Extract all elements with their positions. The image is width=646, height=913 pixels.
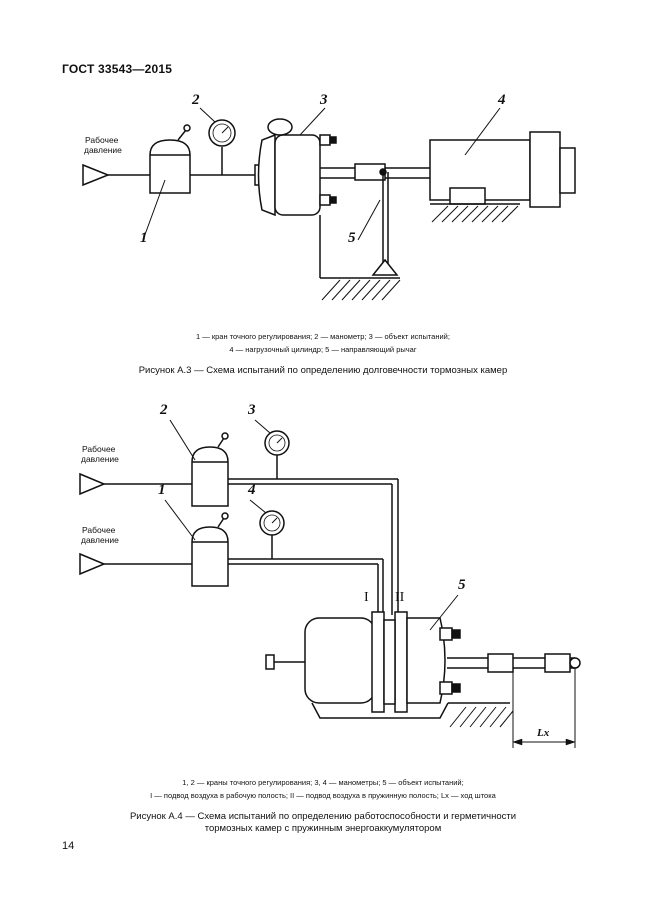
a3-legend-line-1: 1 — кран точного регулирования; 2 — мано…: [196, 332, 450, 341]
stroke-length-label: Lx: [537, 727, 550, 739]
a3-callout-3: 3: [320, 92, 328, 108]
a4-legend-line-2: I — подвод воздуха в рабочую полость; II…: [150, 791, 496, 800]
page-number: 14: [62, 840, 75, 852]
a3-caption: Рисунок А.3 — Схема испытаний по определ…: [138, 365, 508, 376]
spring-brake-chamber-5: [304, 617, 376, 704]
pressure-inlet-arrow: [82, 163, 111, 187]
valve-1-body: [191, 526, 229, 587]
a4-callout-3: 3: [248, 402, 256, 418]
a4-inlet-bottom-label-2: давление: [81, 535, 119, 545]
a4-caption-line-2: тормозных камер с пружинным энергоаккуму…: [204, 823, 442, 834]
a4-inlet-bottom-label-1: Рабочее: [82, 525, 116, 535]
a4-inlet-top-label-2: давление: [81, 454, 119, 464]
a4-legend-line-1: 1, 2 — краны точного регулирования; 3, 4…: [182, 778, 464, 787]
a4-callout-5: 5: [458, 577, 466, 593]
a4-callout-4: 4: [248, 482, 256, 498]
a4-callout-1: 1: [158, 482, 166, 498]
a3-inlet-label-1: Рабочее: [85, 135, 119, 145]
a4-caption-line-1: Рисунок А.4 — Схема испытаний по определ…: [129, 811, 517, 822]
a4-callout-2: 2: [160, 402, 168, 418]
document-header: ГОСТ 33543—2015: [62, 62, 173, 76]
valve-2-body: [191, 446, 229, 507]
port-II-label: II: [395, 590, 405, 605]
a3-callout-2: 2: [192, 92, 200, 108]
a4-inlet-top-label-1: Рабочее: [82, 444, 116, 454]
a3-callout-1: 1: [140, 230, 148, 246]
port-I-label: I: [364, 590, 369, 605]
a3-legend-line-2: 4 — нагрузочный цилиндр; 5 — направляющи…: [229, 345, 417, 354]
a3-inlet-label-2: давление: [84, 145, 122, 155]
a3-callout-4: 4: [498, 92, 506, 108]
a3-callout-5: 5: [348, 230, 356, 246]
